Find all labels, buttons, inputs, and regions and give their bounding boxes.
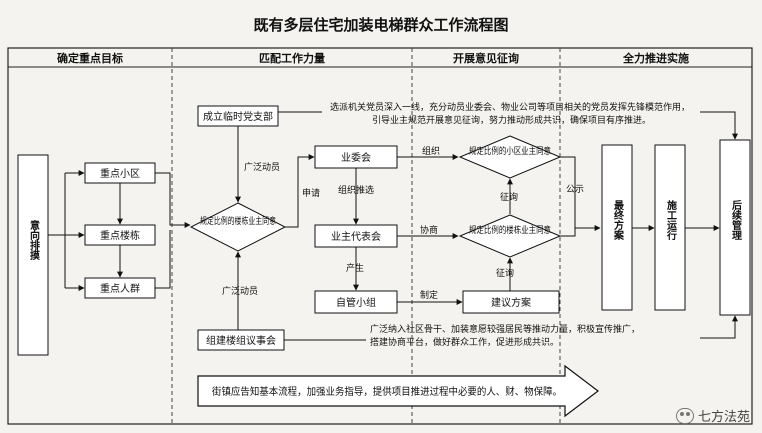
note-top-line1: 选派机关党员深入一线，充分动员业委会、物业公司等项目相关的党员发挥先锋模范作用，	[330, 101, 690, 113]
arrow	[574, 200, 601, 231]
wechat-icon	[675, 407, 694, 424]
box-intent-label: 意向排摸	[28, 219, 40, 261]
arrow	[285, 154, 315, 228]
column-header: 匹配工作力量	[259, 51, 325, 65]
box-council-label: 组建楼组议事会	[206, 334, 276, 347]
box-district-label: 重点小区	[100, 167, 140, 180]
connector	[155, 230, 171, 289]
label-consult: 征询	[496, 267, 514, 279]
diamond-label: 规定比例的楼栋业主同意	[200, 215, 276, 227]
box-committee-label: 业委会	[341, 151, 371, 164]
arrow	[155, 172, 191, 228]
diamond-agree-district	[458, 135, 562, 179]
box-intent	[17, 154, 49, 356]
label-public: 公示	[566, 184, 584, 195]
column-header: 全力推进实施	[622, 51, 689, 65]
box-self-group-label: 自管小组	[336, 296, 376, 309]
box-people-label: 重点人群	[100, 282, 140, 295]
note-bottom-line2: 搭建协商平台，做好群众工作，促进形成共识。	[370, 336, 559, 348]
label-consult: 征询	[500, 191, 518, 203]
diamond-label: 规定比例的楼栋业主同意	[469, 224, 551, 236]
column-header: 确定重点目标	[57, 51, 123, 65]
bottom-support-arrow	[197, 364, 599, 418]
label-formulate: 制定	[420, 289, 438, 301]
note-bottom-line1: 广泛纳入社区骨干、加装意愿较强居民等推动力量，积极宣传推广，	[370, 323, 640, 335]
box-proposal	[462, 290, 560, 314]
box-construction-label: 施工运行	[665, 199, 678, 241]
label-recommend: 组织推选	[338, 184, 374, 196]
bottom-arrow-text: 街镇应告知基本流程，加强业务指导，提供项目推进过程中必要的人、财、物保障。	[212, 385, 562, 398]
label-mobilize: 广泛动员	[244, 161, 280, 173]
watermark-text: 七方法苑	[697, 410, 750, 425]
outer-frame	[7, 47, 753, 425]
box-proposal-label: 建议方案	[491, 296, 531, 309]
label-negotiate: 协商	[420, 224, 438, 236]
column-header: 开展意见征询	[453, 51, 519, 65]
box-owner-rep-label: 业主代表会	[331, 230, 381, 243]
arrow	[700, 111, 738, 140]
connector	[560, 156, 576, 237]
diamond-agree-building-2	[458, 214, 562, 258]
diamond-label: 规定比例的小区业主同意	[469, 145, 551, 157]
label-mobilize: 广泛动员	[222, 285, 258, 297]
box-follow-up	[719, 139, 751, 316]
watermark: 七方法苑	[675, 406, 750, 425]
box-party-branch-label: 成立临时党支部	[203, 110, 273, 123]
box-construction	[654, 144, 686, 311]
note-top-line2: 引导业主规范开展意见征询，努力推动形成共识，确保项目有序推进。	[372, 114, 651, 126]
box-follow-up-label: 后续管理	[730, 199, 742, 240]
label-produce: 产生	[346, 262, 364, 274]
label-organize: 组织	[422, 145, 440, 157]
box-final-plan-label: 最终方案	[612, 200, 625, 241]
label-apply: 申请	[302, 187, 320, 199]
arrow	[700, 315, 738, 339]
box-building-label: 重点楼栋	[100, 229, 140, 242]
diamond-agree-building	[189, 202, 287, 252]
diagram-title: 既有多层住宅加装电梯群众工作流程图	[253, 16, 508, 34]
